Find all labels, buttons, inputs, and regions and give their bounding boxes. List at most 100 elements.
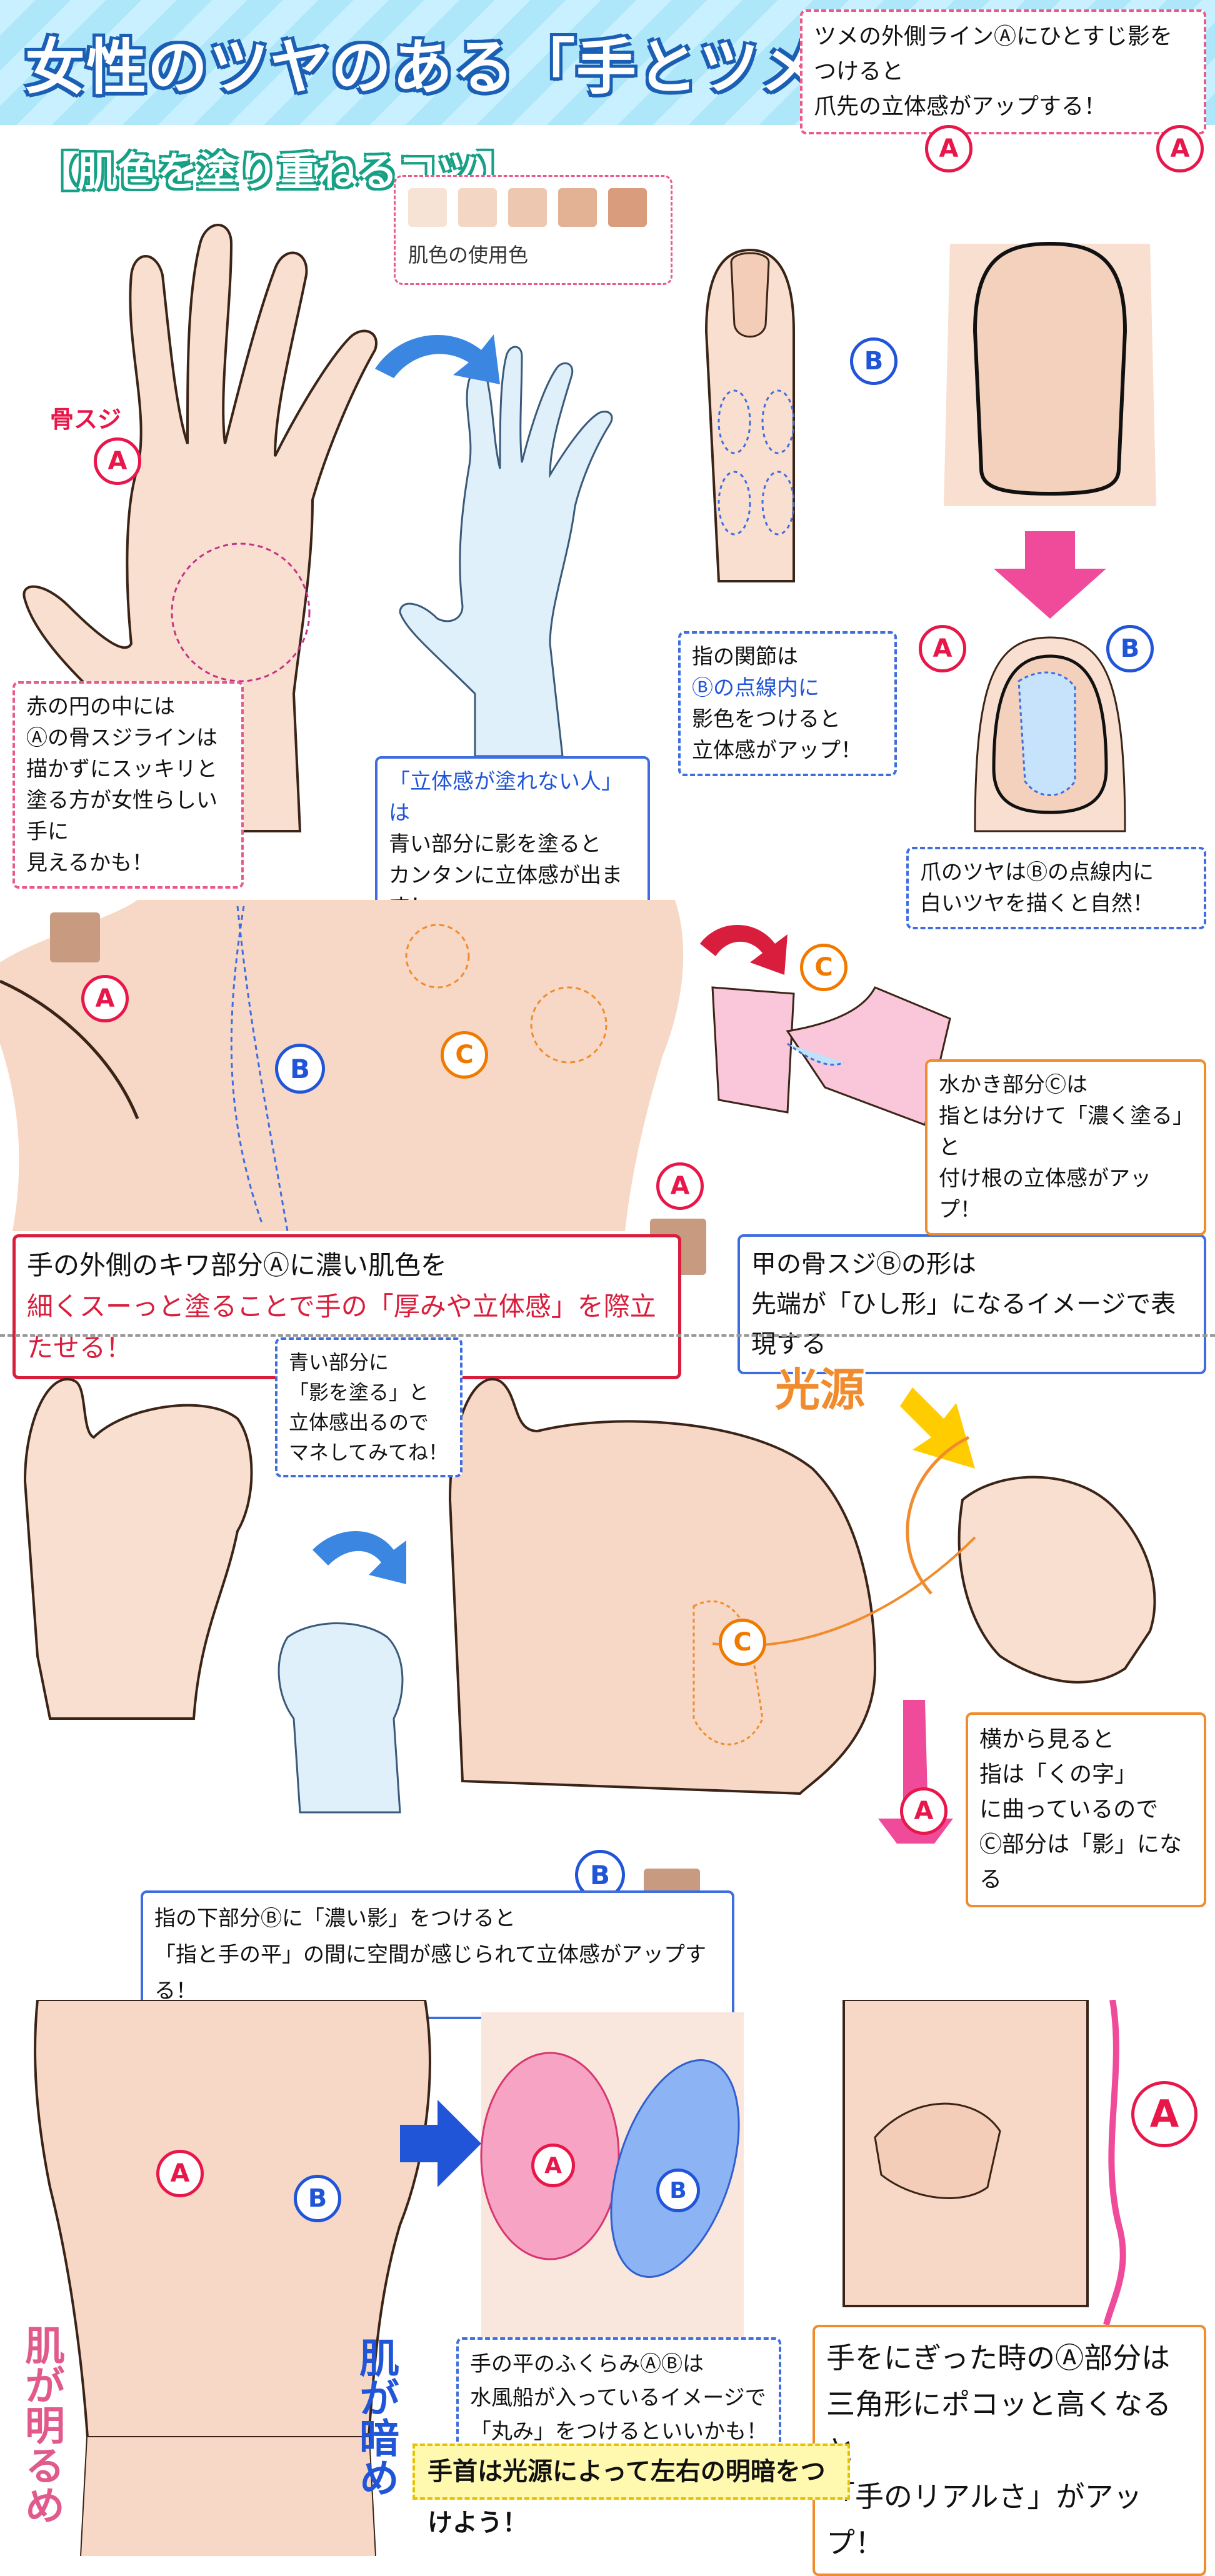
light-source-label: 光源 xyxy=(775,1364,866,1416)
marker-a: A xyxy=(531,2144,575,2187)
hand-back-closeup-illustration xyxy=(0,900,684,1232)
note-circle-tip: 赤の円の中には Ⓐの骨スジラインは 描かずにスッキリと 塗る方が女性らしい手に … xyxy=(12,681,244,889)
note-line: 指の関節は xyxy=(692,644,798,669)
note-line: 細くスーっと塗ることで手の「厚みや立体感」を際立たせる！ xyxy=(27,1291,656,1363)
wrist-tip-banner: 手首は光源によって左右の明暗をつけよう！ xyxy=(412,2444,850,2537)
note-line: 青い部分に xyxy=(289,1350,389,1374)
nail-closeup-illustration xyxy=(944,241,1156,506)
note-line: 赤の円の中には xyxy=(26,694,175,719)
marker-a: A xyxy=(94,437,141,485)
skin-swatch xyxy=(458,188,497,227)
marker-b: B xyxy=(294,2175,341,2222)
marker-b: B xyxy=(1106,625,1154,672)
note-line: 塗る方が女性らしい手に xyxy=(26,788,218,844)
note-line: 「手のリアルさ」がアップ！ xyxy=(826,2480,1142,2560)
section-divider xyxy=(0,1334,1215,1337)
note-line: 描かずにスッキリと xyxy=(26,757,218,782)
note-line: 立体感がアップ！ xyxy=(692,738,862,763)
marker-a: A xyxy=(81,975,129,1022)
note-line: 白いツヤを描くと自然！ xyxy=(920,891,1154,916)
marker-a: A xyxy=(1131,2081,1198,2147)
blue-shade-hand-illustration xyxy=(399,346,613,757)
palm-illustration xyxy=(34,2000,431,2556)
note-line: 立体感出るので xyxy=(289,1410,429,1434)
grip-closeup-illustration xyxy=(842,2000,1089,2307)
red-curved-arrow xyxy=(700,925,788,975)
dark-skin-swatch xyxy=(50,912,100,962)
note-line: 手の平のふくらみⒶⒷは xyxy=(470,2352,704,2377)
note-grip-tip: 手をにぎった時のⒶ部分は 三角形にポコッと高くなると 「手のリアルさ」がアップ！ xyxy=(812,2325,1206,2576)
note-line: 影色をつけると xyxy=(692,707,841,732)
open-hand-illustration xyxy=(22,224,378,832)
bone-label: 骨スジ xyxy=(50,406,122,433)
note-line: に曲っているので xyxy=(979,1797,1159,1822)
note-nail-shine: 爪のツヤはⒷの点線内に 白いツヤを描くと自然！ xyxy=(906,847,1206,929)
skin-swatch-panel: 肌色の使用色 xyxy=(394,175,672,285)
fist-side-illustration xyxy=(958,1475,1156,1684)
note-joint-tip: 指の関節は Ⓑの点線内に 影色をつけると 立体感がアップ！ xyxy=(678,631,897,776)
note-line: 「立体感が塗れない人」は xyxy=(389,769,622,826)
note-line: 指の下部分Ⓑに「濃い影」をつけると xyxy=(154,1906,516,1931)
side-label-dark: 肌が暗め xyxy=(352,2337,399,2497)
orange-curve-arrow xyxy=(906,1435,970,1595)
marker-c: C xyxy=(800,944,848,991)
note-line: 「指と手の平」の間に空間が感じられて立体感がアップする！ xyxy=(154,1942,706,2004)
pink-down-arrow xyxy=(878,1700,953,1844)
pink-down-arrow xyxy=(994,531,1106,619)
note-line: 「影を塗る」と xyxy=(289,1380,429,1404)
marker-c: C xyxy=(441,1031,488,1079)
nail-shine-illustration xyxy=(974,636,1126,832)
section2-illustrations xyxy=(0,900,951,1275)
light-direction-arrow xyxy=(900,1387,975,1469)
note-line: Ⓒ部分は「影」になる xyxy=(979,1832,1182,1892)
note-line: 水風船が入っているイメージで xyxy=(470,2385,766,2410)
note-line: 水かき部分Ⓒは xyxy=(939,1072,1088,1097)
blue-fist-illustration xyxy=(278,1622,404,1814)
note-side-tip: 横から見ると 指は「くの字」 に曲っているので Ⓒ部分は「影」になる xyxy=(966,1712,1206,1907)
note-line: 指は「くの字」 xyxy=(979,1762,1138,1787)
note-line: マネしてみてね！ xyxy=(289,1440,449,1464)
note-line: 青い部分に影を塗ると xyxy=(389,832,601,857)
section4-illustrations xyxy=(34,2000,1126,2556)
marker-a: A xyxy=(900,1787,948,1835)
note-web-tip: 水かき部分Ⓒは 指とは分けて「濃く塗る」と 付け根の立体感がアップ！ xyxy=(925,1059,1206,1236)
marker-a: A xyxy=(919,625,966,672)
section1-illustrations xyxy=(22,224,1156,832)
marker-a: A xyxy=(656,1162,704,1210)
note-line: ツメの外側ラインⒶにひとすじ影をつけると xyxy=(814,24,1172,84)
note-line: 見えるかも！ xyxy=(26,851,153,876)
note-line: 爪のツヤはⒷの点線内に xyxy=(920,860,1154,885)
blue-curved-arrow xyxy=(375,334,500,384)
skin-swatch xyxy=(408,188,447,227)
skin-swatch xyxy=(508,188,547,227)
skin-swatch xyxy=(608,188,647,227)
note-edge-tip: 手の外側のキワ部分Ⓐに濃い肌色を 細くスーっと塗ることで手の「厚みや立体感」を際… xyxy=(12,1234,681,1379)
note-line: 指とは分けて「濃く塗る」と xyxy=(939,1104,1183,1160)
note-line: Ⓐの骨スジラインは xyxy=(26,726,218,751)
skin-swatch xyxy=(558,188,597,227)
pink-wavy-arrow xyxy=(1103,2000,1126,2326)
note-nail-top: ツメの外側ラインⒶにひとすじ影をつけると 爪先の立体感がアップする！ xyxy=(800,9,1206,134)
marker-a: A xyxy=(156,2150,204,2197)
note-line: 手をにぎった時のⒶ部分は xyxy=(826,2341,1171,2375)
fist-closeup-illustration xyxy=(448,1378,877,1795)
fist-front-illustration xyxy=(23,1378,253,1720)
blue-right-arrow xyxy=(400,2100,481,2187)
note-line: 爪先の立体感がアップする！ xyxy=(814,94,1107,119)
note-line: 「丸み」をつけるといいかも！ xyxy=(470,2419,768,2444)
note-palm-tip: 手の平のふくらみⒶⒷは 水風船が入っているイメージで 「丸み」をつけるといいかも… xyxy=(456,2337,781,2459)
section3-illustrations xyxy=(23,1378,1156,1844)
note-line: 付け根の立体感がアップ！ xyxy=(939,1166,1151,1222)
webbing-diagram-illustration xyxy=(711,986,951,1127)
note-line: 手の外側のキワ部分Ⓐに濃い肌色を xyxy=(27,1250,448,1281)
balloon-palm-illustration xyxy=(480,2012,744,2337)
blue-curved-arrow xyxy=(312,1531,406,1584)
note-line: 横から見ると xyxy=(979,1727,1115,1752)
marker-a: A xyxy=(1156,125,1204,172)
marker-c: C xyxy=(719,1619,766,1666)
marker-b: B xyxy=(850,337,898,385)
note-finger-tip: 指の下部分Ⓑに「濃い影」をつけると 「指と手の平」の間に空間が感じられて立体感が… xyxy=(141,1890,734,2019)
note-blue-tip: 青い部分に 「影を塗る」と 立体感出るので マネしてみてね！ xyxy=(275,1337,462,1477)
finger-illustration xyxy=(704,248,795,582)
marker-b: B xyxy=(656,2169,700,2212)
